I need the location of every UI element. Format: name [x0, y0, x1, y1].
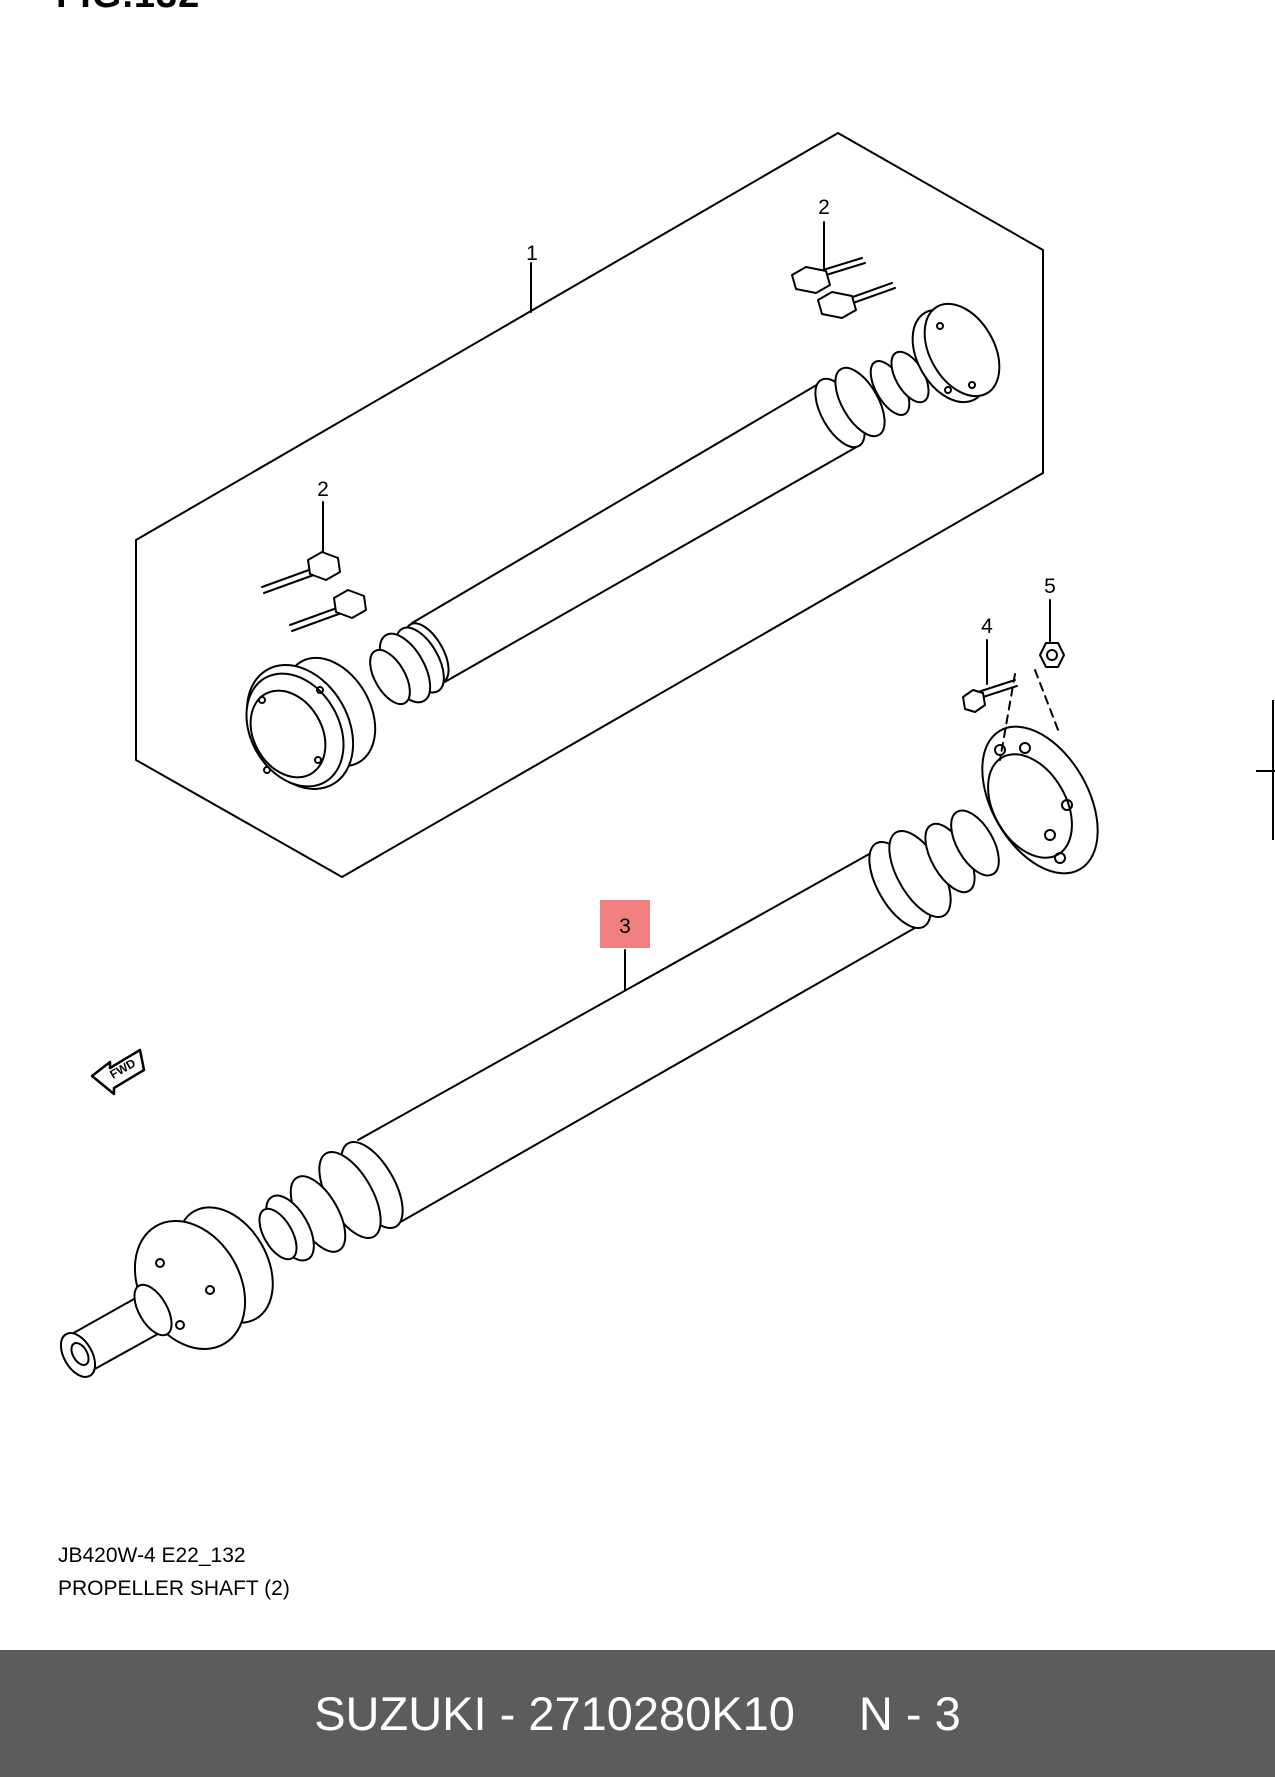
figure-code: JB420W-4 E22_132 — [58, 1544, 246, 1567]
footer-brand-part: SUZUKI - 2710280K10 — [314, 1687, 795, 1740]
fwd-arrow-icon — [90, 1048, 146, 1096]
figure-name: PROPELLER SHAFT (2) — [58, 1577, 290, 1600]
callout-2a-label[interactable]: 2 — [818, 196, 830, 219]
callout-2b-label[interactable]: 2 — [317, 478, 329, 501]
lower-shaft — [59, 725, 1099, 1378]
bolts-2-rear — [791, 257, 896, 319]
propeller-shaft-diagram: 1 2 2 3 4 5 FWD — [59, 132, 1099, 1378]
callout-3-label[interactable]: 3 — [619, 915, 631, 938]
bolts-2-front — [261, 551, 367, 632]
callout-3-highlight[interactable] — [600, 900, 650, 948]
nut-5 — [1039, 642, 1065, 668]
figure-title: FIG.132 — [56, 0, 200, 17]
upper-shaft — [245, 302, 1001, 790]
edge-mark-horizontal — [1256, 770, 1275, 772]
part-number-footer: SUZUKI - 2710280K10 N - 3 — [0, 1650, 1275, 1777]
callout-4-label[interactable]: 4 — [981, 615, 993, 638]
footer-position: N - 3 — [858, 1687, 961, 1740]
callout-5-label[interactable]: 5 — [1044, 575, 1056, 598]
bolt-4 — [962, 679, 1018, 713]
callout-1-label[interactable]: 1 — [526, 242, 538, 265]
